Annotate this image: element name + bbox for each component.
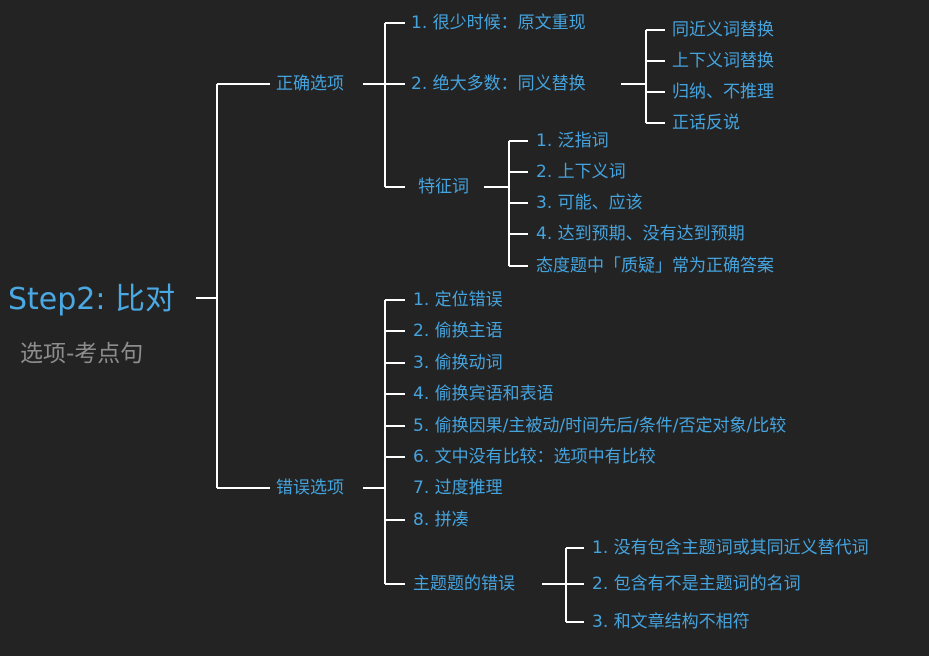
wrong-item-5: 5. 偷换因果/主被动/时间先后/条件/否定对象/比较 bbox=[413, 416, 787, 436]
feature-sub-5: 态度题中「质疑」常为正确答案 bbox=[536, 256, 774, 276]
feature-sub-3: 3. 可能、应该 bbox=[536, 193, 643, 213]
wrong-item-1: 1. 定位错误 bbox=[413, 290, 503, 310]
feature-sub-2: 2. 上下义词 bbox=[536, 162, 626, 182]
synonym-sub-3: 归纳、不推理 bbox=[672, 82, 774, 102]
branch-wrong-label: 错误选项 bbox=[276, 478, 344, 498]
wrong-item-2: 2. 偷换主语 bbox=[413, 321, 503, 341]
correct-item-2: 2. 绝大多数：同义替换 bbox=[411, 74, 586, 94]
wrong-item-7: 7. 过度推理 bbox=[413, 478, 503, 498]
root-title: Step2: 比对 bbox=[8, 282, 176, 317]
theme-sub-1: 1. 没有包含主题词或其同近义替代词 bbox=[592, 538, 869, 558]
branch-correct-label: 正确选项 bbox=[276, 74, 344, 94]
wrong-item-6: 6. 文中没有比较：选项中有比较 bbox=[413, 447, 656, 467]
wrong-item-8: 8. 拼凑 bbox=[413, 510, 469, 530]
feature-sub-1: 1. 泛指词 bbox=[536, 131, 609, 151]
synonym-sub-1: 同近义词替换 bbox=[672, 20, 774, 40]
wrong-item-4: 4. 偷换宾语和表语 bbox=[413, 384, 554, 404]
theme-sub-2: 2. 包含有不是主题词的名词 bbox=[592, 574, 801, 594]
synonym-sub-2: 上下义词替换 bbox=[672, 51, 774, 71]
wrong-item-theme-errors: 主题题的错误 bbox=[413, 574, 515, 594]
wrong-item-3: 3. 偷换动词 bbox=[413, 353, 503, 373]
theme-sub-3: 3. 和文章结构不相符 bbox=[592, 612, 750, 632]
feature-sub-4: 4. 达到预期、没有达到预期 bbox=[536, 224, 745, 244]
correct-item-feature-words: 特征词 bbox=[418, 177, 469, 197]
correct-item-1: 1. 很少时候：原文重现 bbox=[411, 13, 586, 33]
synonym-sub-4: 正话反说 bbox=[672, 113, 740, 133]
root-subtitle: 选项-考点句 bbox=[20, 341, 144, 367]
